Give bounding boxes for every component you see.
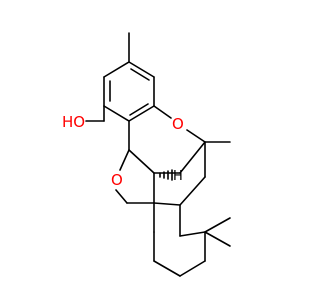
bond — [179, 231, 206, 237]
ether-oxygen-label-lower: O — [111, 171, 123, 189]
pyran-ring — [128, 105, 206, 174]
bond — [119, 149, 130, 171]
ether-oxygen-label-upper: O — [172, 115, 184, 133]
methyl-bond-gem-1 — [204, 217, 231, 233]
bond — [128, 149, 155, 174]
bond — [128, 105, 155, 122]
double-bond-inner — [129, 103, 149, 116]
bond — [128, 61, 155, 78]
structure-diagram: HO O O H — [62, 32, 231, 277]
bond — [186, 129, 206, 143]
bond — [179, 141, 206, 174]
hydroxyl-label: HO — [62, 113, 85, 131]
bond — [103, 105, 130, 122]
furan-ring — [115, 149, 155, 204]
cyclohexane-rings — [153, 141, 206, 277]
stereo-hydrogen-label: H — [173, 169, 183, 184]
bond — [115, 189, 128, 204]
molecule-canvas: HO O O H — [62, 32, 231, 277]
bond — [103, 61, 130, 78]
bond — [153, 105, 172, 119]
bond — [153, 260, 181, 277]
bond — [179, 260, 206, 277]
aromatic-ring — [103, 61, 155, 122]
hashed-wedge-bond — [159, 169, 173, 181]
bond — [153, 202, 181, 206]
methyl-bond-gem-2 — [204, 231, 231, 247]
double-bond-inner — [130, 68, 150, 81]
bond — [179, 176, 206, 206]
